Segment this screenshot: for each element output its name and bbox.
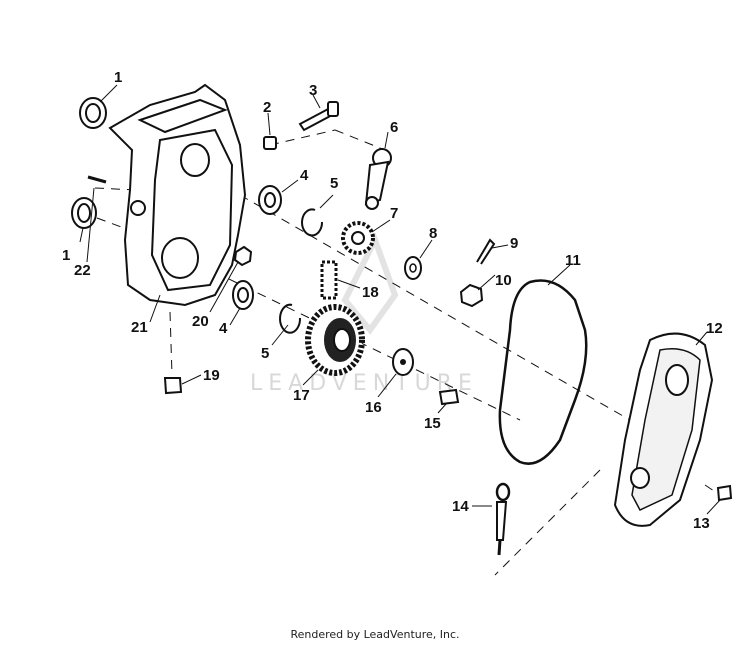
callout-12: 12 [706, 320, 723, 337]
callout-3: 3 [309, 82, 317, 99]
callout-2: 2 [263, 99, 271, 116]
callout-11: 11 [565, 252, 581, 269]
callout-labels: 1 2 3 6 4 5 7 8 9 1 22 11 10 18 12 21 20… [62, 69, 723, 532]
callout-22: 22 [74, 262, 91, 279]
hex-nut [459, 283, 484, 308]
callout-1-upper: 1 [114, 69, 122, 86]
seal-lower [71, 197, 97, 229]
washer-small [404, 256, 422, 280]
leadventure-watermark: LEADVENTURE [250, 232, 478, 396]
svg-text:LEADVENTURE: LEADVENTURE [250, 371, 478, 396]
leader-lines [79, 84, 721, 515]
cotter-pin [476, 238, 496, 265]
callout-1-lower: 1 [62, 247, 70, 264]
nut [263, 136, 277, 150]
callout-15: 15 [424, 415, 441, 432]
callout-10: 10 [495, 272, 512, 289]
washer-large [392, 348, 414, 376]
retaining-ring-upper [301, 208, 324, 237]
callout-14: 14 [452, 498, 469, 515]
callout-9: 9 [510, 235, 518, 252]
callout-20: 20 [192, 313, 209, 330]
retaining-ring-lower [279, 303, 302, 334]
housing-nut [233, 245, 253, 267]
callout-6: 6 [390, 119, 398, 136]
callout-16: 16 [365, 399, 382, 416]
callout-5-upper: 5 [330, 175, 338, 192]
render-credit: Rendered by LeadVenture, Inc. [290, 628, 460, 641]
callout-13: 13 [693, 515, 710, 532]
callout-5-lower: 5 [261, 345, 269, 362]
drain-plug [163, 377, 183, 395]
chain-segment [320, 260, 338, 300]
callout-8: 8 [429, 225, 437, 242]
callout-4-lower: 4 [219, 320, 228, 337]
seal-upper [79, 97, 107, 129]
dipstick [495, 482, 511, 556]
callout-19: 19 [203, 367, 220, 384]
bearing-upper [258, 185, 282, 215]
callout-7: 7 [390, 205, 398, 222]
bolt [298, 101, 339, 132]
callout-17: 17 [293, 387, 310, 404]
bearing-lower [232, 280, 254, 310]
callout-18: 18 [362, 284, 379, 301]
callout-4-upper: 4 [300, 167, 309, 184]
pin [87, 175, 107, 184]
gear-case-cover [613, 332, 714, 527]
cover-screw [716, 484, 733, 502]
callout-21: 21 [131, 319, 148, 336]
shoulder-bolt [438, 388, 460, 406]
shift-lever [364, 148, 392, 210]
cover-gasket [498, 279, 588, 465]
small-sprocket [341, 221, 375, 255]
large-gear [305, 304, 365, 376]
gear-case-housing [108, 83, 247, 307]
